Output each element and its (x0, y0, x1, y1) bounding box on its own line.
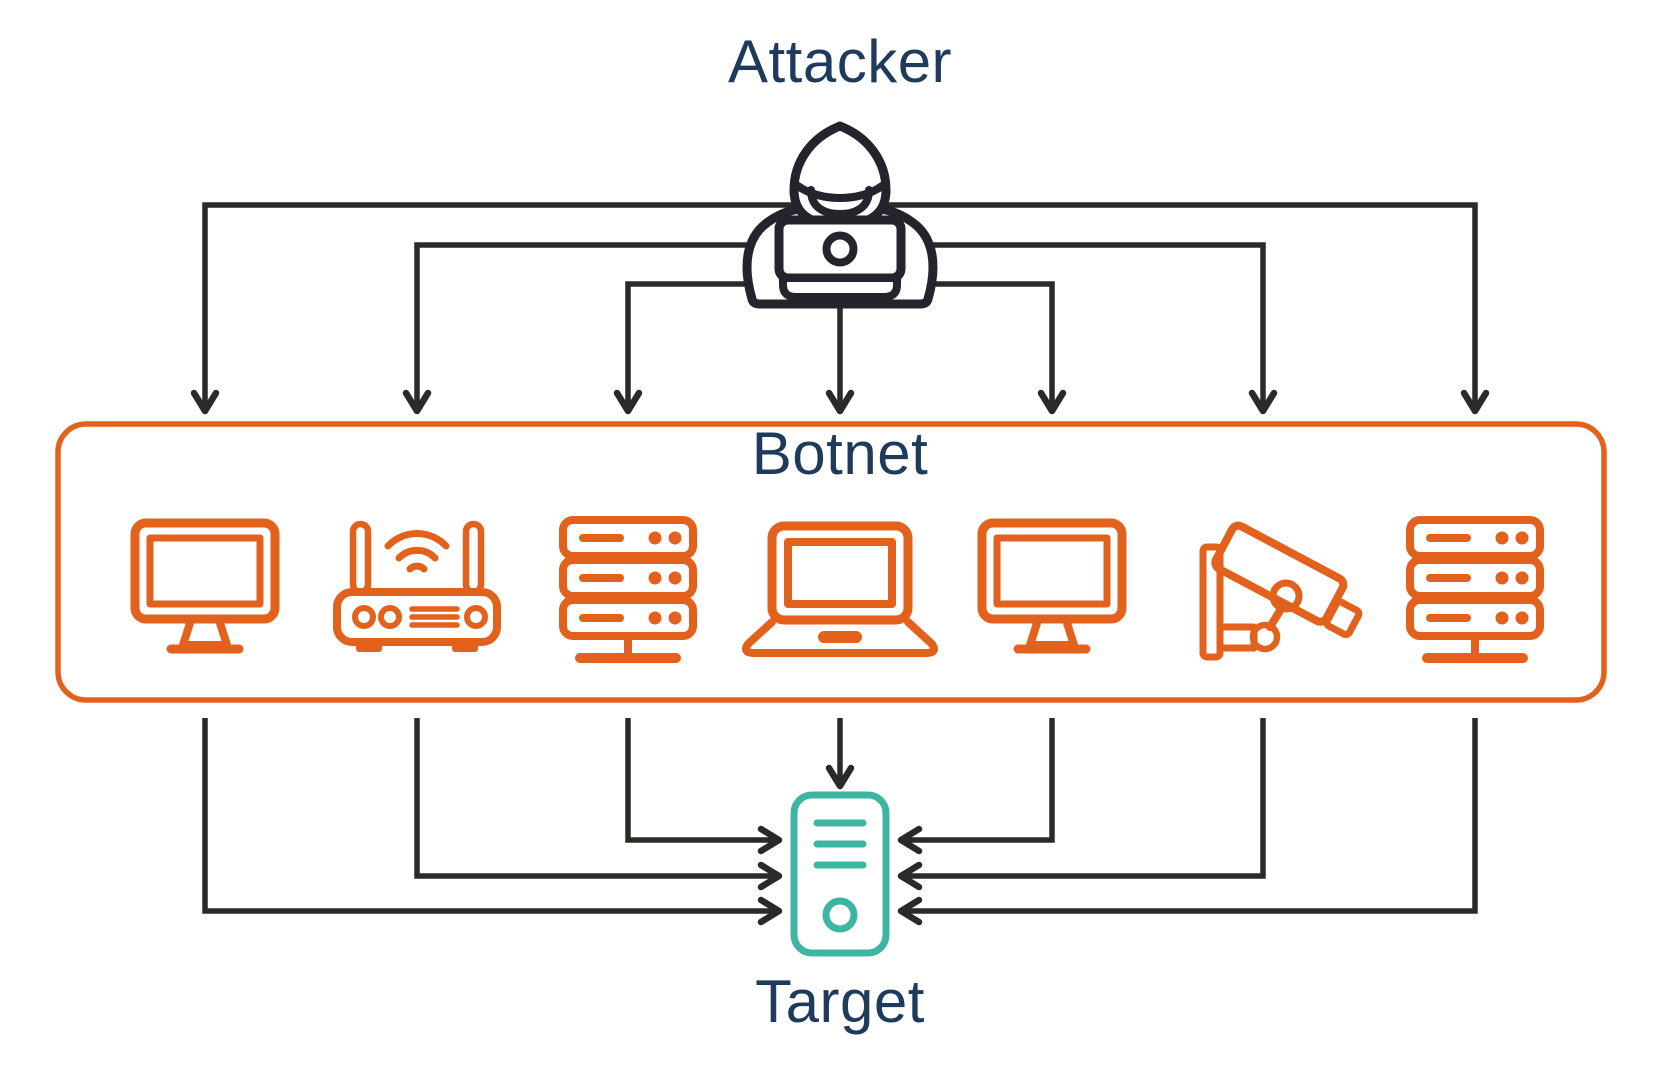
botnet-label: Botnet (751, 420, 929, 487)
target-label: Target (755, 968, 925, 1035)
arrow-target-right-outer (897, 718, 1478, 926)
arrow-target-right-middle (897, 718, 1266, 891)
arrow-target-left-inner (625, 718, 783, 855)
server-tower-icon (790, 791, 890, 957)
botnet-to-target-arrows (202, 718, 1478, 926)
arrow-target-right-inner (897, 718, 1055, 855)
arrow-target-left-outer (202, 718, 783, 926)
hooded-hacker-laptop-icon (742, 121, 938, 309)
attacker-label: Attacker (727, 28, 953, 95)
arrow-target-left-middle (414, 718, 783, 891)
